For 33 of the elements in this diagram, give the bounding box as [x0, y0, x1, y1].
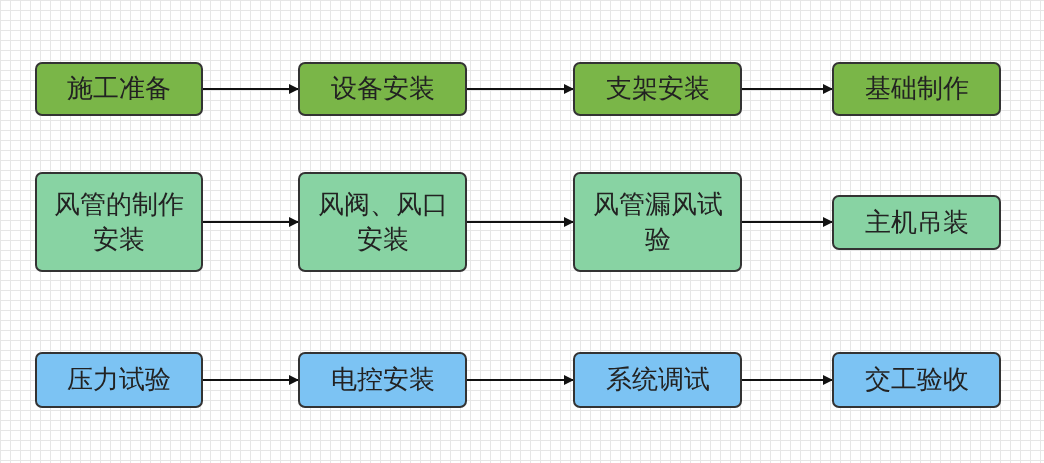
step-label: 压力试验: [67, 363, 171, 397]
arrow: [466, 375, 574, 385]
arrow: [202, 217, 299, 227]
process-box: [832, 195, 1001, 250]
step-label: 风管漏风试验: [591, 187, 724, 256]
process-box: [35, 172, 203, 272]
process-box: [298, 352, 467, 408]
process-box: [573, 62, 742, 116]
process-box: [573, 352, 742, 408]
arrow: [741, 84, 833, 94]
step-label: 风阀、风口安装: [316, 187, 449, 256]
process-box: [35, 62, 203, 116]
step-label: 施工准备: [67, 72, 171, 106]
process-box: [298, 62, 467, 116]
process-box: [832, 352, 1001, 408]
arrow: [202, 375, 299, 385]
step-label: 系统调试: [605, 363, 710, 397]
step-label: 电控安装: [330, 363, 435, 397]
step-label: 设备安装: [330, 72, 435, 106]
arrow: [466, 84, 574, 94]
step-label: 主机吊装: [864, 205, 969, 239]
arrow: [741, 217, 833, 227]
arrow: [741, 375, 833, 385]
process-box: [573, 172, 742, 272]
step-label: 支架安装: [605, 72, 710, 106]
arrow: [466, 217, 574, 227]
arrow: [202, 84, 299, 94]
process-box: [35, 352, 203, 408]
step-label: 交工验收: [864, 363, 969, 397]
step-label: 风管的制作安装: [53, 187, 185, 256]
process-box: [832, 62, 1001, 116]
step-label: 基础制作: [864, 72, 969, 106]
process-box: [298, 172, 467, 272]
